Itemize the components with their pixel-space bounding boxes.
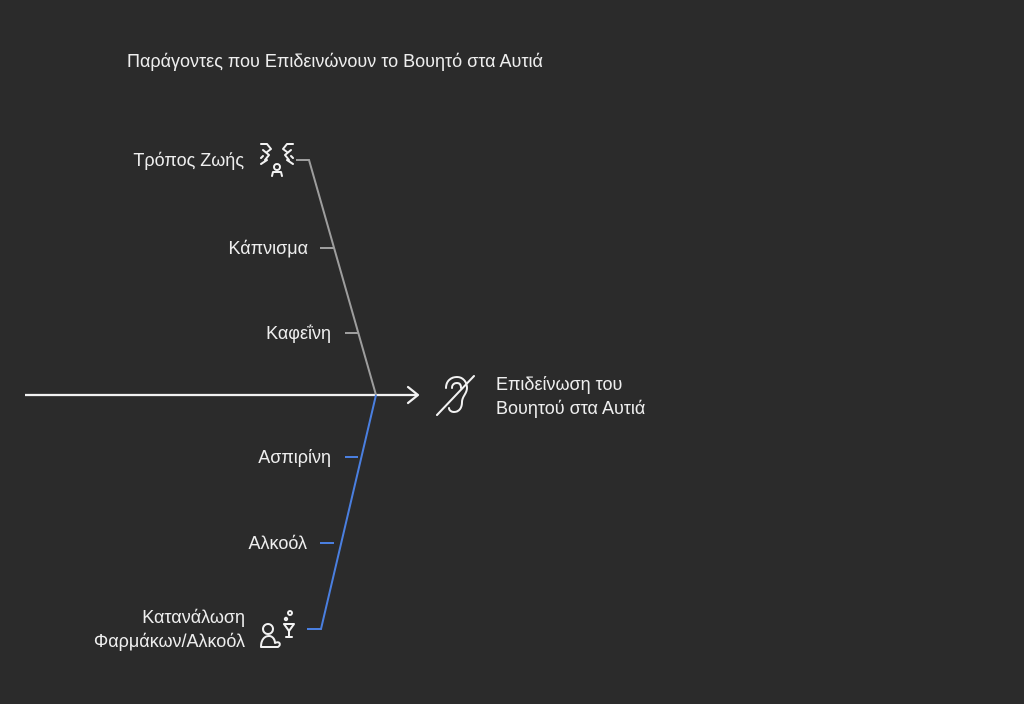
cause-alcohol: Αλκοόλ bbox=[248, 533, 307, 553]
lifestyle-icon bbox=[260, 143, 294, 177]
branch-drugs-alcohol bbox=[307, 394, 377, 630]
deaf-ear-icon bbox=[436, 375, 475, 416]
cause-aspirin: Ασπιρίνη bbox=[258, 447, 331, 467]
effect-line2: Βουητού στα Αυτιά bbox=[496, 398, 646, 418]
category-drugs-alcohol-label: Κατανάλωση Φαρμάκων/Αλκοόλ bbox=[40, 605, 245, 653]
spine-arrowhead bbox=[406, 385, 420, 405]
cause-smoking: Κάπνισμα bbox=[228, 238, 309, 258]
effect-line1: Επιδείνωση του bbox=[496, 374, 623, 394]
diagram-title: Παράγοντες που Επιδεινώνουν το Βουητό στ… bbox=[127, 51, 543, 71]
category-lifestyle-label: Τρόπος Ζωής bbox=[133, 150, 244, 170]
effect-label: Επιδείνωση του Βουητού στα Αυτιά bbox=[496, 372, 645, 420]
category-label-line2: Φαρμάκων/Αλκοόλ bbox=[93, 631, 245, 651]
branch-lifestyle bbox=[296, 159, 377, 396]
category-label-line1: Κατανάλωση bbox=[142, 607, 245, 627]
cause-caffeine: Καφεΐνη bbox=[266, 323, 331, 343]
person-drink-icon bbox=[260, 610, 295, 648]
